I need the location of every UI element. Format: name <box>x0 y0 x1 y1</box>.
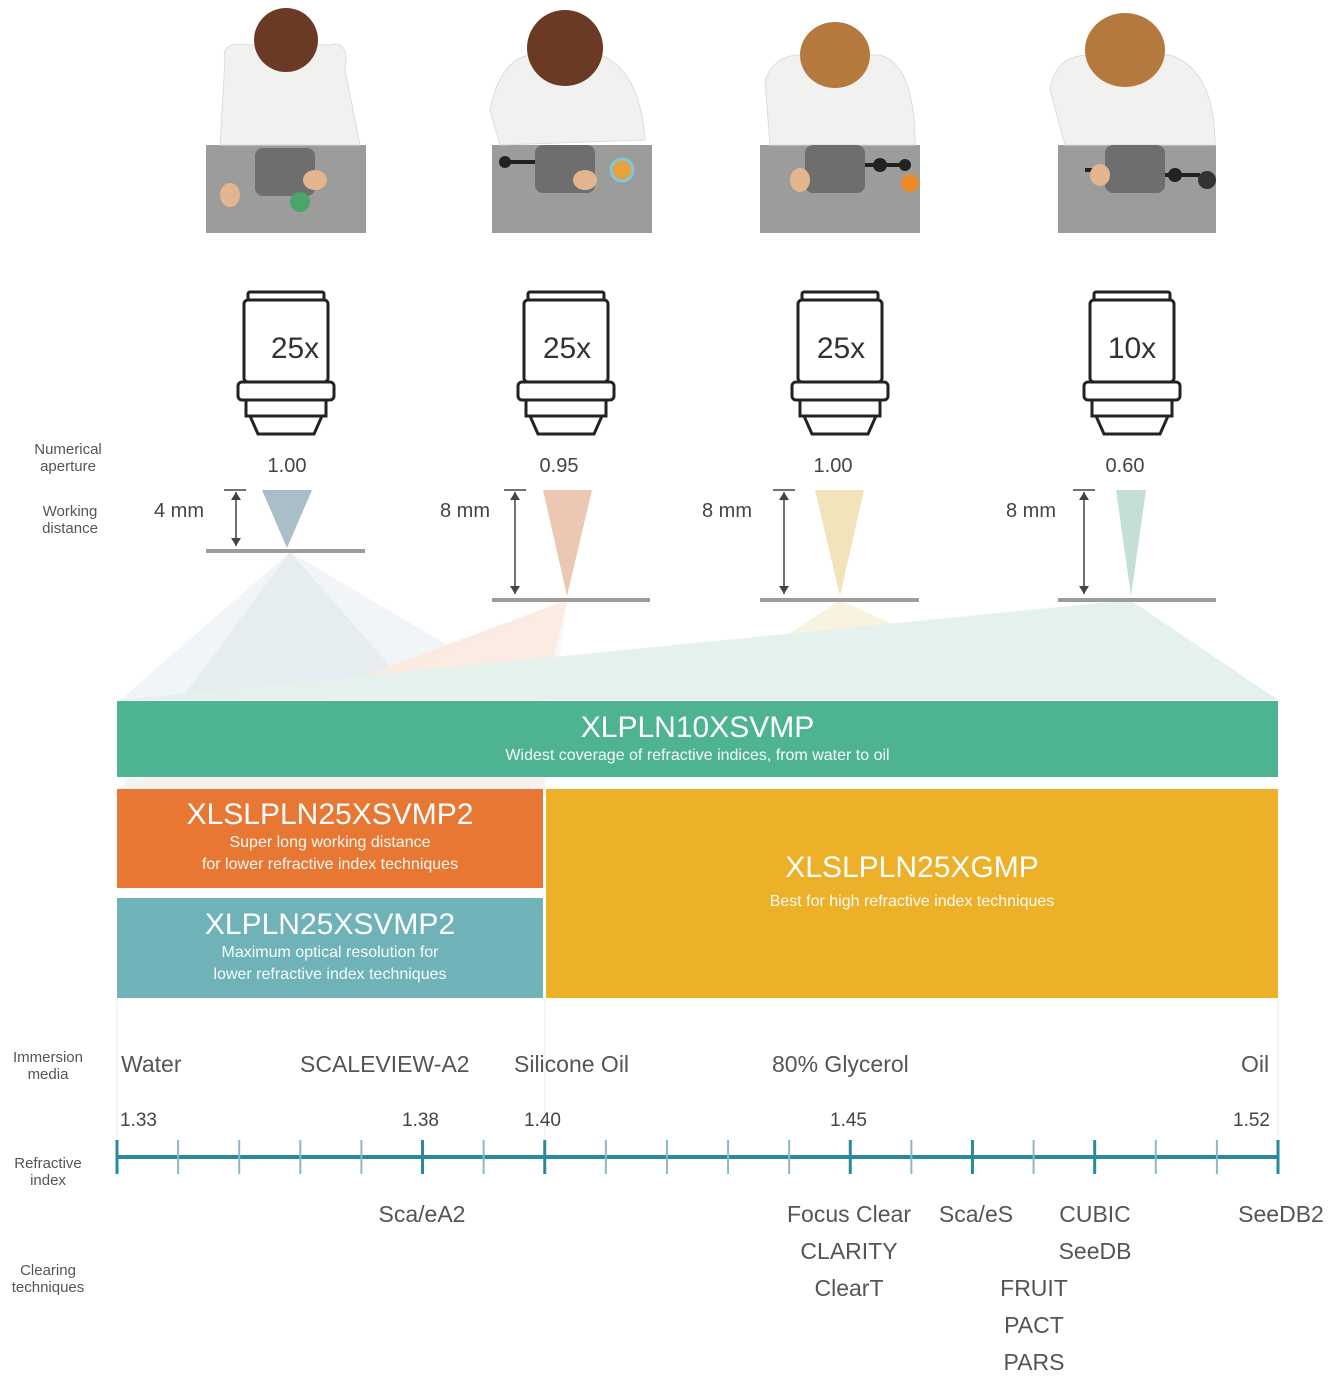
clearing-technique-column-4: FRUIT PACT PARS <box>1000 1275 1068 1375</box>
media-oil: Oil <box>1241 1051 1270 1077</box>
na-value-3: 1.00 <box>813 455 853 477</box>
product-bar-xlpln10xsvmp: XLPLN10XSVMP Widest coverage of refracti… <box>117 701 1278 777</box>
product-description-line-1: Maximum optical resolution for <box>221 944 439 961</box>
product-bar-xlslpln25xgmp: XLSLPLN25XGMP Best for high refractive i… <box>546 789 1278 998</box>
product-name: XLPLN25XSVMP2 <box>204 908 456 941</box>
magnification-label: 25x <box>270 332 320 365</box>
product-name: XLPLN10XSVMP <box>580 711 815 744</box>
media-water: Water <box>121 1051 182 1077</box>
product-description: Best for high refractive index technique… <box>769 893 1055 910</box>
working-distance-diagrams <box>206 489 1216 602</box>
media-silicone-oil: Silicone Oil <box>514 1051 630 1077</box>
researcher-4-illustration <box>1049 13 1216 233</box>
product-name: XLSLPLN25XSVMP2 <box>186 798 474 831</box>
ri-label-1-33: 1.33 <box>120 1110 157 1131</box>
ri-label-1-52: 1.52 <box>1233 1110 1270 1131</box>
clearing-technique-column-3: Sca/eS <box>938 1201 1014 1227</box>
clearing-technique-column-1: Sca/eA2 <box>378 1201 466 1227</box>
product-name: XLSLPLN25XGMP <box>785 851 1039 884</box>
product-bar-xlpln25xsvmp2: XLPLN25XSVMP2 Maximum optical resolution… <box>117 898 543 998</box>
product-description-line-2: for lower refractive index techniques <box>201 856 459 873</box>
clearing-technique-column-2: Focus Clear CLARITY ClearT <box>787 1201 911 1301</box>
magnification-label: 25x <box>542 332 592 365</box>
product-bar-xlslpln25xsvmp2: XLSLPLN25XSVMP2 Super long working dista… <box>117 789 543 888</box>
product-description-line-2: lower refractive index techniques <box>213 966 447 983</box>
objective-2: 25x <box>512 292 622 442</box>
ri-label-1-45: 1.45 <box>830 1110 867 1131</box>
wd-value-4: 8 mm <box>1006 500 1056 522</box>
objective-1: 25x <box>240 292 350 442</box>
na-value-4: 0.60 <box>1105 455 1145 477</box>
researcher-2-illustration <box>489 10 652 233</box>
magnification-label: 10x <box>1107 332 1157 365</box>
wd-value-3: 8 mm <box>702 500 752 522</box>
magnification-label: 25x <box>816 332 866 365</box>
clearing-technique-column-6: SeeDB2 <box>1238 1201 1324 1227</box>
ri-label-1-38: 1.38 <box>402 1110 439 1131</box>
wd-value-1: 4 mm <box>154 500 204 522</box>
objective-4: 10x <box>1077 292 1187 442</box>
researcher-1-illustration <box>206 8 366 233</box>
ri-label-1-40: 1.40 <box>524 1110 561 1131</box>
objective-icons <box>236 290 1182 436</box>
wd-value-2: 8 mm <box>440 500 490 522</box>
clearing-technique-column-5: CUBIC SeeDB <box>1058 1201 1132 1264</box>
media-scaleview-a2: SCALEVIEW-A2 <box>300 1051 470 1077</box>
objective-3: 25x <box>786 292 896 442</box>
refractive-index-axis <box>115 1140 1280 1174</box>
na-value-2: 0.95 <box>539 455 579 477</box>
media-80-glycerol: 80% Glycerol <box>772 1051 909 1077</box>
product-description-line-1: Super long working distance <box>229 834 431 851</box>
na-value-1: 1.00 <box>267 455 307 477</box>
product-description: Widest coverage of refractive indices, f… <box>505 747 890 764</box>
researcher-3-illustration <box>760 22 920 233</box>
